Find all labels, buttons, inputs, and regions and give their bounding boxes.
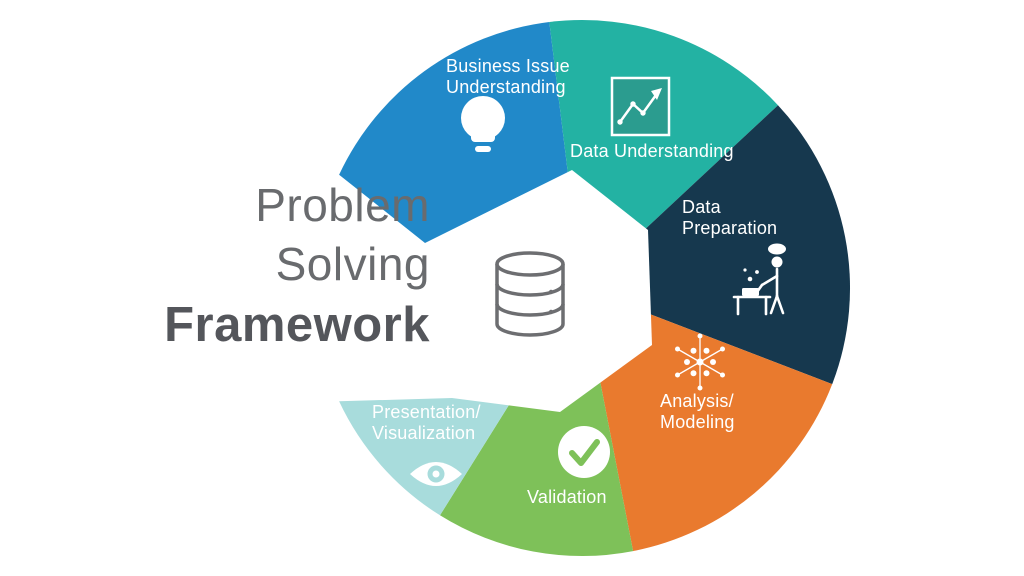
label-analysis-modeling: Analysis/ Modeling <box>660 391 735 433</box>
label-validation: Validation <box>527 487 607 507</box>
segment-analysis-modeling <box>582 288 833 552</box>
label-business-issue-understanding: Business Issue Understanding <box>446 56 570 98</box>
label-presentation-visualization: Presentation/ Visualization <box>372 402 481 444</box>
label-data-understanding: Data Understanding <box>570 141 734 161</box>
title-line-framework: Framework <box>164 298 430 352</box>
network-icon <box>675 333 725 391</box>
title-line-problem: Problem <box>255 179 430 231</box>
eye-icon <box>410 462 462 486</box>
lightbulb-icon <box>461 96 505 152</box>
database-icon <box>495 251 565 337</box>
segment-data-preparation <box>582 105 851 385</box>
check-icon <box>558 426 610 478</box>
page-title: Problem Solving Framework <box>0 176 430 357</box>
cooking-icon <box>732 243 786 316</box>
label-data-preparation: Data Preparation <box>682 197 778 239</box>
title-line-solving: Solving <box>275 238 430 290</box>
line-chart-icon <box>610 76 671 137</box>
